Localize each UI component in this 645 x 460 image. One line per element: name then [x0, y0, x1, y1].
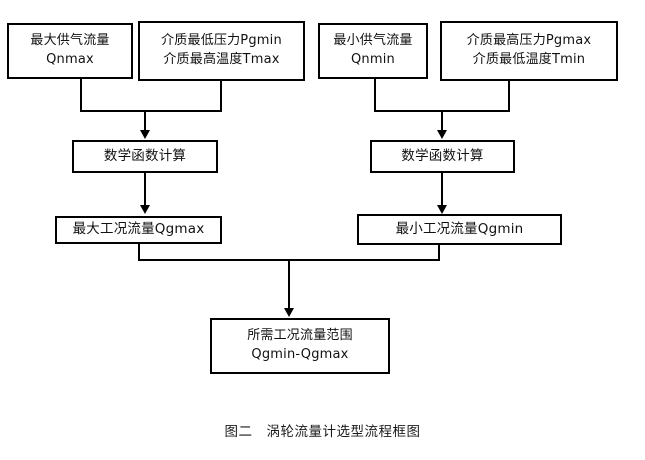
node-qgmin-result-label: 最小工况流量Qgmin: [395, 220, 524, 237]
connector-qgmin-down: [438, 245, 440, 261]
node-math-calc-right-label: 数学函数计算: [401, 147, 484, 164]
connector-min-supply-flow-down: [374, 79, 376, 112]
connector-right-merge-stem: [441, 110, 443, 132]
node-math-calc-left-label: 数学函数计算: [103, 147, 187, 164]
connector-math-calc-right-down: [441, 173, 443, 206]
connector-max-supply-flow-down: [80, 79, 82, 112]
node-flow-range-result-line2: Qgmin-Qgmax: [251, 347, 349, 362]
node-flow-range-result: 所需工况流量范围 Qgmin-Qgmax: [210, 318, 390, 374]
node-medium-min-pressure-max-temp: 介质最低压力Pgmin 介质最高温度Tmax: [138, 21, 305, 81]
arrowhead-left-math-calc: [140, 130, 150, 139]
arrowhead-flow-range: [284, 308, 294, 317]
connector-left-merge-bar: [80, 110, 222, 112]
arrowhead-qgmin: [437, 205, 447, 214]
node-qgmin-result: 最小工况流量Qgmin: [357, 214, 562, 245]
connector-math-calc-left-down: [144, 173, 146, 206]
node-max-supply-flow: 最大供气流量 Qnmax: [7, 23, 133, 79]
node-max-supply-flow-line2: Qnmax: [46, 52, 94, 67]
node-max-supply-flow-line1: 最大供气流量: [30, 33, 110, 49]
arrowhead-qgmax: [140, 205, 150, 214]
figure-caption-label: 图二: [224, 424, 253, 440]
connector-left-merge-stem: [144, 110, 146, 132]
node-min-supply-flow-line1: 最小供气流量: [333, 33, 413, 49]
node-medium-max-pressure-min-temp-line1: 介质最高压力Pgmax: [466, 33, 592, 49]
connector-final-merge-stem: [288, 259, 290, 310]
node-math-calc-right: 数学函数计算: [370, 140, 515, 173]
node-min-supply-flow: 最小供气流量 Qnmin: [318, 23, 428, 79]
node-medium-max-pressure-min-temp: 介质最高压力Pgmax 介质最低温度Tmin: [440, 21, 618, 81]
node-min-supply-flow-line2: Qnmin: [351, 52, 395, 67]
node-math-calc-left: 数学函数计算: [72, 140, 218, 173]
node-medium-min-pressure-max-temp-line2: 介质最高温度Tmax: [163, 52, 280, 67]
node-qgmax-result-label: 最大工况流量Qgmax: [72, 221, 205, 238]
arrowhead-right-math-calc: [437, 130, 447, 139]
node-medium-max-pressure-min-temp-line2: 介质最低温度Tmin: [472, 52, 586, 67]
figure-caption-title: 涡轮流量计选型流程框图: [266, 424, 421, 440]
node-qgmax-result: 最大工况流量Qgmax: [55, 216, 222, 244]
node-flow-range-result-line1: 所需工况流量范围: [247, 328, 353, 344]
figure-caption: 图二涡轮流量计选型流程框图: [0, 420, 645, 440]
connector-qgmax-down: [138, 244, 140, 261]
connector-medium-max-pressure-down: [508, 81, 510, 112]
node-medium-min-pressure-max-temp-line1: 介质最低压力Pgmin: [161, 33, 282, 49]
connector-medium-min-pressure-down: [220, 81, 222, 112]
